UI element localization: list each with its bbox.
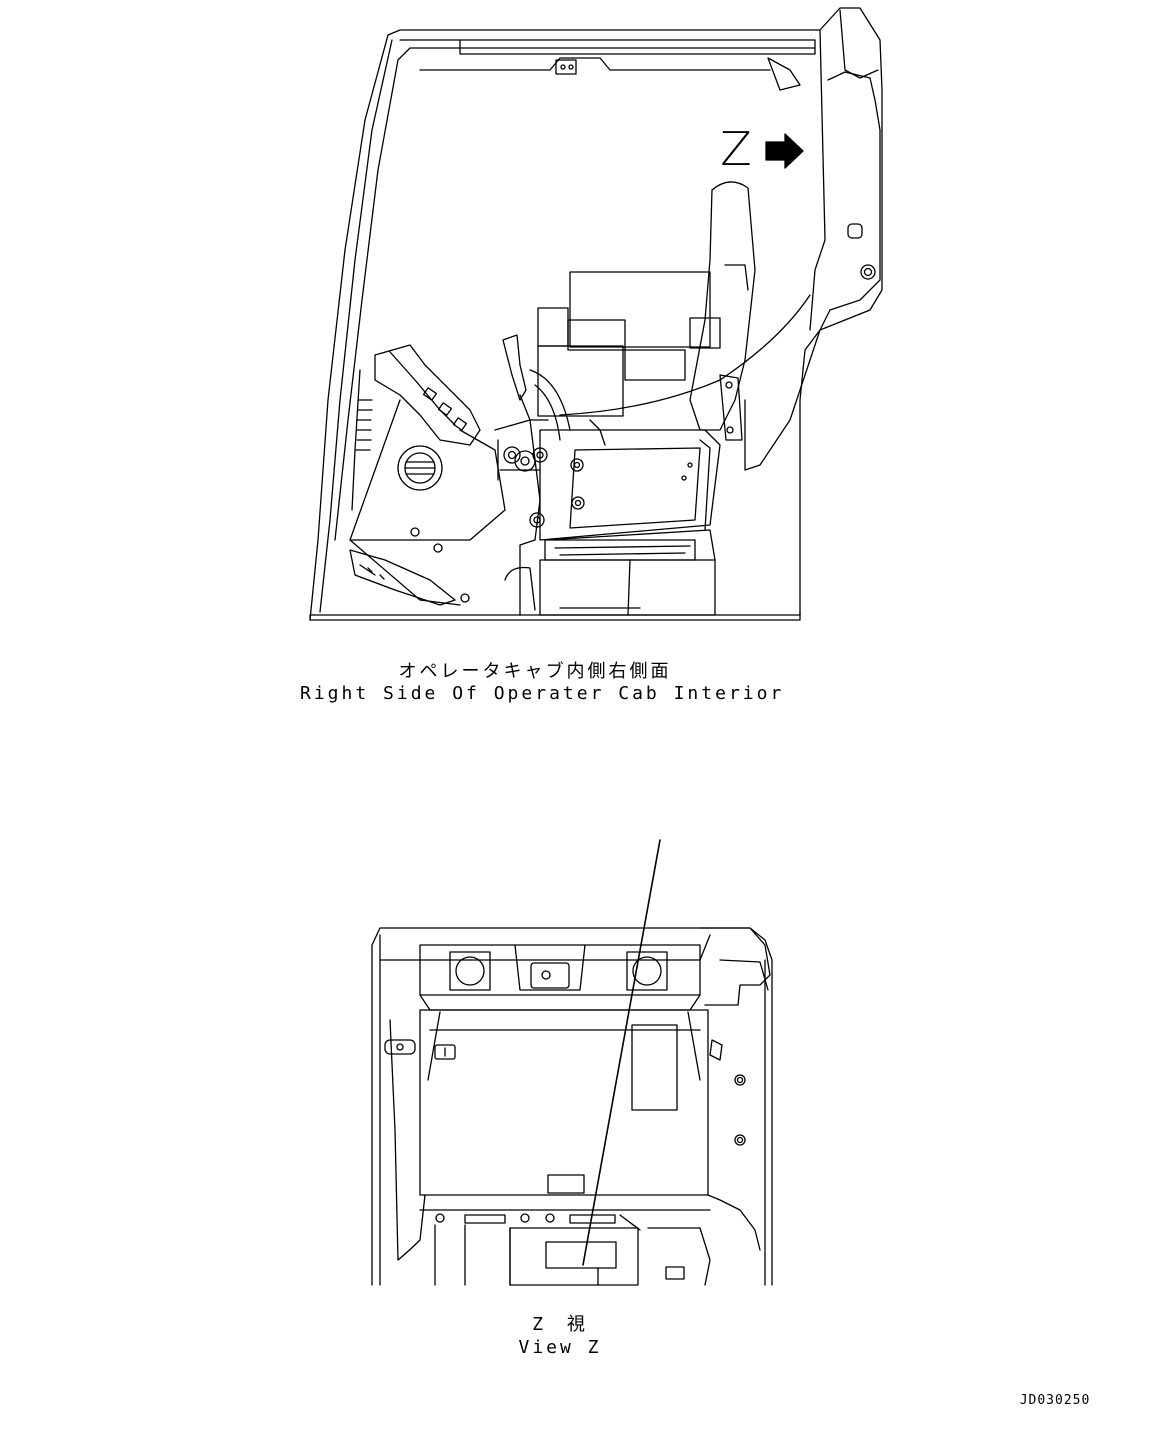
drawing-number: JD030250	[1019, 1393, 1091, 1408]
seat-back	[689, 181, 756, 431]
caption-bottom-english: View Z	[518, 1337, 602, 1358]
speaker-left	[449, 951, 491, 991]
decal-placeholders	[537, 271, 721, 417]
air-vent	[397, 445, 443, 491]
caption-top-japanese: オペレータキャブ内側右側面	[398, 661, 672, 682]
console-decal	[545, 1241, 617, 1269]
decal-location	[631, 1024, 678, 1111]
leader-line	[582, 839, 661, 1266]
view-z-drawing	[371, 927, 773, 1286]
caption-top-english: Right Side Of Operater Cab Interior	[300, 683, 785, 704]
joystick-lever	[502, 334, 527, 401]
cab-front-outline	[371, 927, 773, 1286]
seat-cushion	[539, 429, 721, 541]
rear-window-panel	[419, 1009, 709, 1196]
cab-frame-outline	[309, 7, 883, 621]
view-marker-z: Z	[720, 122, 752, 176]
dome-light	[530, 962, 570, 989]
console-block	[509, 1227, 639, 1286]
control-panel	[374, 344, 481, 446]
roof-bracket	[555, 59, 577, 75]
view-direction-arrow	[765, 133, 804, 169]
speaker-right	[626, 951, 668, 991]
floor-pedal	[349, 549, 456, 606]
caption-bottom-japanese: Z 視	[532, 1314, 588, 1335]
cab-side-view	[309, 7, 883, 621]
